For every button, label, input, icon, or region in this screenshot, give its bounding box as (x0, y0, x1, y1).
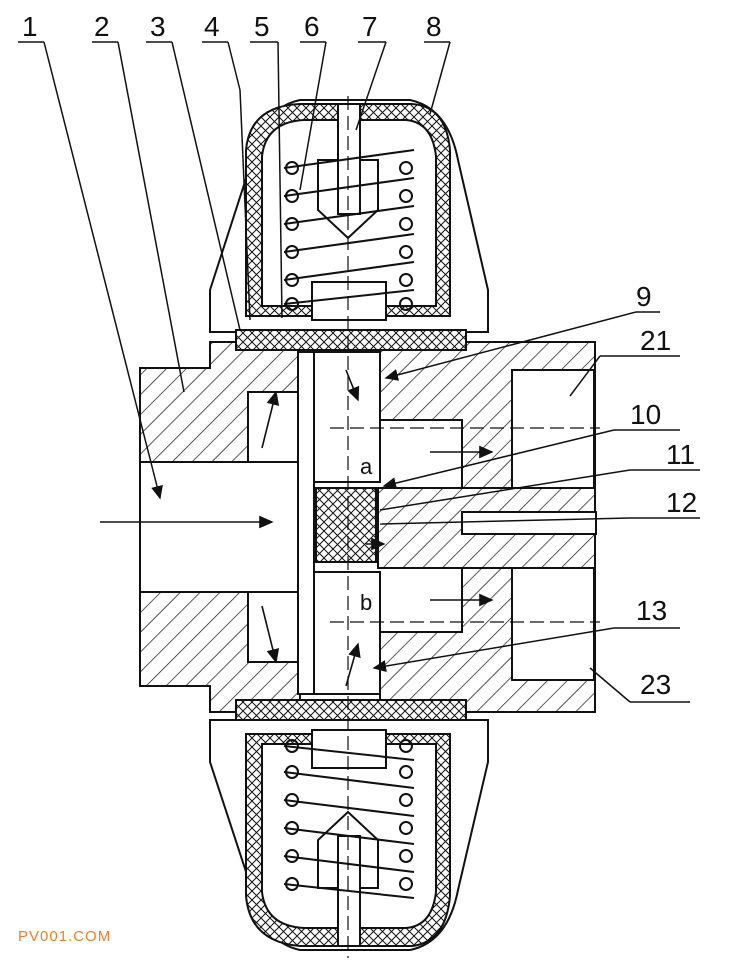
flow-arrows (100, 369, 494, 687)
watermark-text: PV001.COM (18, 928, 112, 945)
lower-spring-seat (311, 729, 387, 769)
inlet-body-lower (139, 591, 301, 713)
label-4: 4 (204, 11, 220, 42)
label-23: 23 (640, 669, 671, 700)
label-6: 6 (304, 11, 320, 42)
label-3: 3 (150, 11, 166, 42)
upper-diaphragm (235, 329, 467, 351)
center-lines (330, 96, 600, 958)
flow-label-a: a (360, 454, 373, 479)
leader-lines (18, 41, 700, 703)
lower-chamber (313, 571, 381, 695)
label-7: 7 (362, 11, 378, 42)
label-13: 13 (636, 595, 667, 626)
label-2: 2 (94, 11, 110, 42)
label-9: 9 (636, 281, 652, 312)
lower-spring (283, 739, 415, 899)
outlet-bore-12 (461, 511, 597, 535)
label-1: 1 (22, 11, 38, 42)
valve-body (139, 341, 597, 713)
upper-spring-seat (311, 281, 387, 321)
valve-seat (315, 487, 377, 563)
label-11: 11 (666, 439, 695, 470)
outlet-port-23 (511, 567, 595, 681)
label-12: 12 (666, 487, 697, 518)
flow-label-b: b (360, 590, 372, 615)
label-5: 5 (254, 11, 270, 42)
label-21: 21 (640, 325, 671, 356)
label-8: 8 (426, 11, 442, 42)
label-10: 10 (630, 399, 661, 430)
upper-spring (283, 149, 415, 311)
valve-stem (297, 351, 315, 695)
part-labels: 1 2 3 4 5 6 7 8 9 21 10 11 12 13 23 a b (22, 11, 697, 700)
upper-cap-assembly (209, 99, 489, 351)
lower-diaphragm (235, 699, 467, 721)
inlet-body-upper (139, 341, 301, 463)
lower-cap-assembly (209, 699, 489, 951)
outlet-port-21 (511, 369, 595, 489)
inlet-channel (139, 461, 301, 593)
